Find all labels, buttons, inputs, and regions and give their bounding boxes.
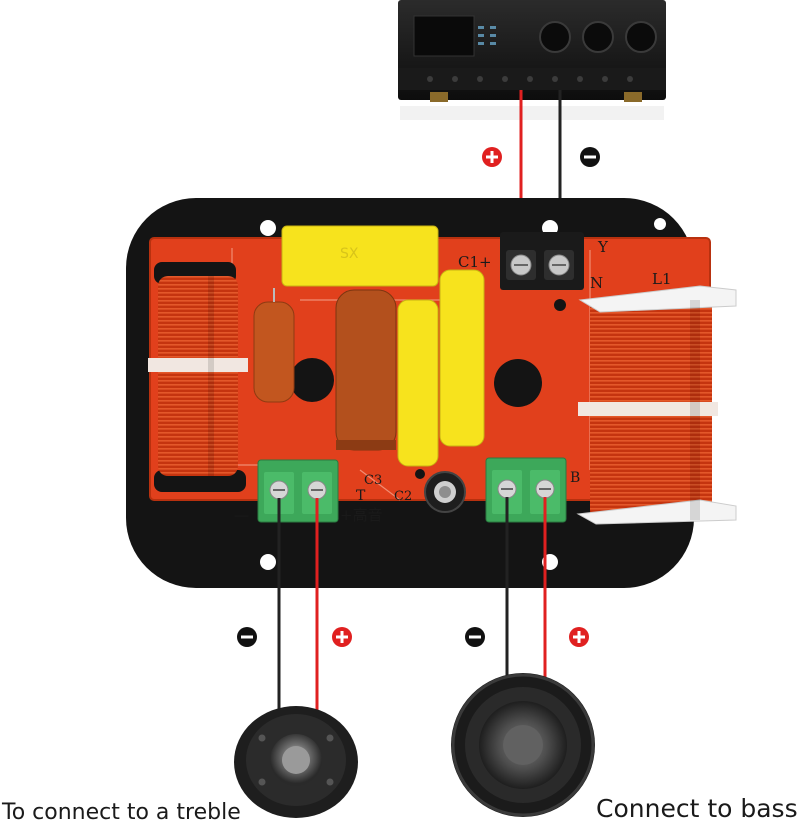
svg-text:SX: SX [340,246,359,262]
capacitor-orange-small [253,288,295,403]
plus-badge-icon [332,627,352,647]
amplifier [398,0,666,120]
inductor-right [576,285,737,525]
pcb-hole [290,358,334,402]
amp-knob [539,21,571,53]
label-y: Y [597,238,609,256]
amp-knob [582,21,614,53]
minus-badge-icon [580,147,600,167]
plus-badge-icon [482,147,502,167]
label-c2: C2 [394,489,412,504]
input-terminal-block [500,232,584,290]
capacitor-electrolytic [424,471,466,513]
inductor-left [148,262,248,492]
capacitor-yellow-large: SX [281,225,439,287]
capacitor-yellow-tallest [439,269,485,447]
label-l1: L1 [652,270,672,288]
label-c1: C1+ [458,253,492,271]
minus-badge-icon [237,627,257,647]
treble-terminal-block [257,459,339,523]
label-t: T [356,488,366,504]
amp-knob [625,21,657,53]
plus-badge-icon [569,627,589,647]
bass-caption: Connect to bass [596,794,798,823]
treble-caption: To connect to a treble [2,800,241,825]
capacitor-yellow-tall [397,299,439,467]
label-b: B [570,470,580,486]
label-treble-mark: +高音 [340,506,383,524]
woofer-speaker [451,673,595,817]
bass-terminal-block [485,457,567,523]
tweeter-speaker [234,706,358,818]
minus-badge-icon [465,627,485,647]
label-n: N [590,274,603,292]
capacitor-orange-large [335,289,397,451]
label-minus-left: — [234,506,249,524]
label-c3: C3 [364,473,382,488]
pcb-hole [494,359,542,407]
